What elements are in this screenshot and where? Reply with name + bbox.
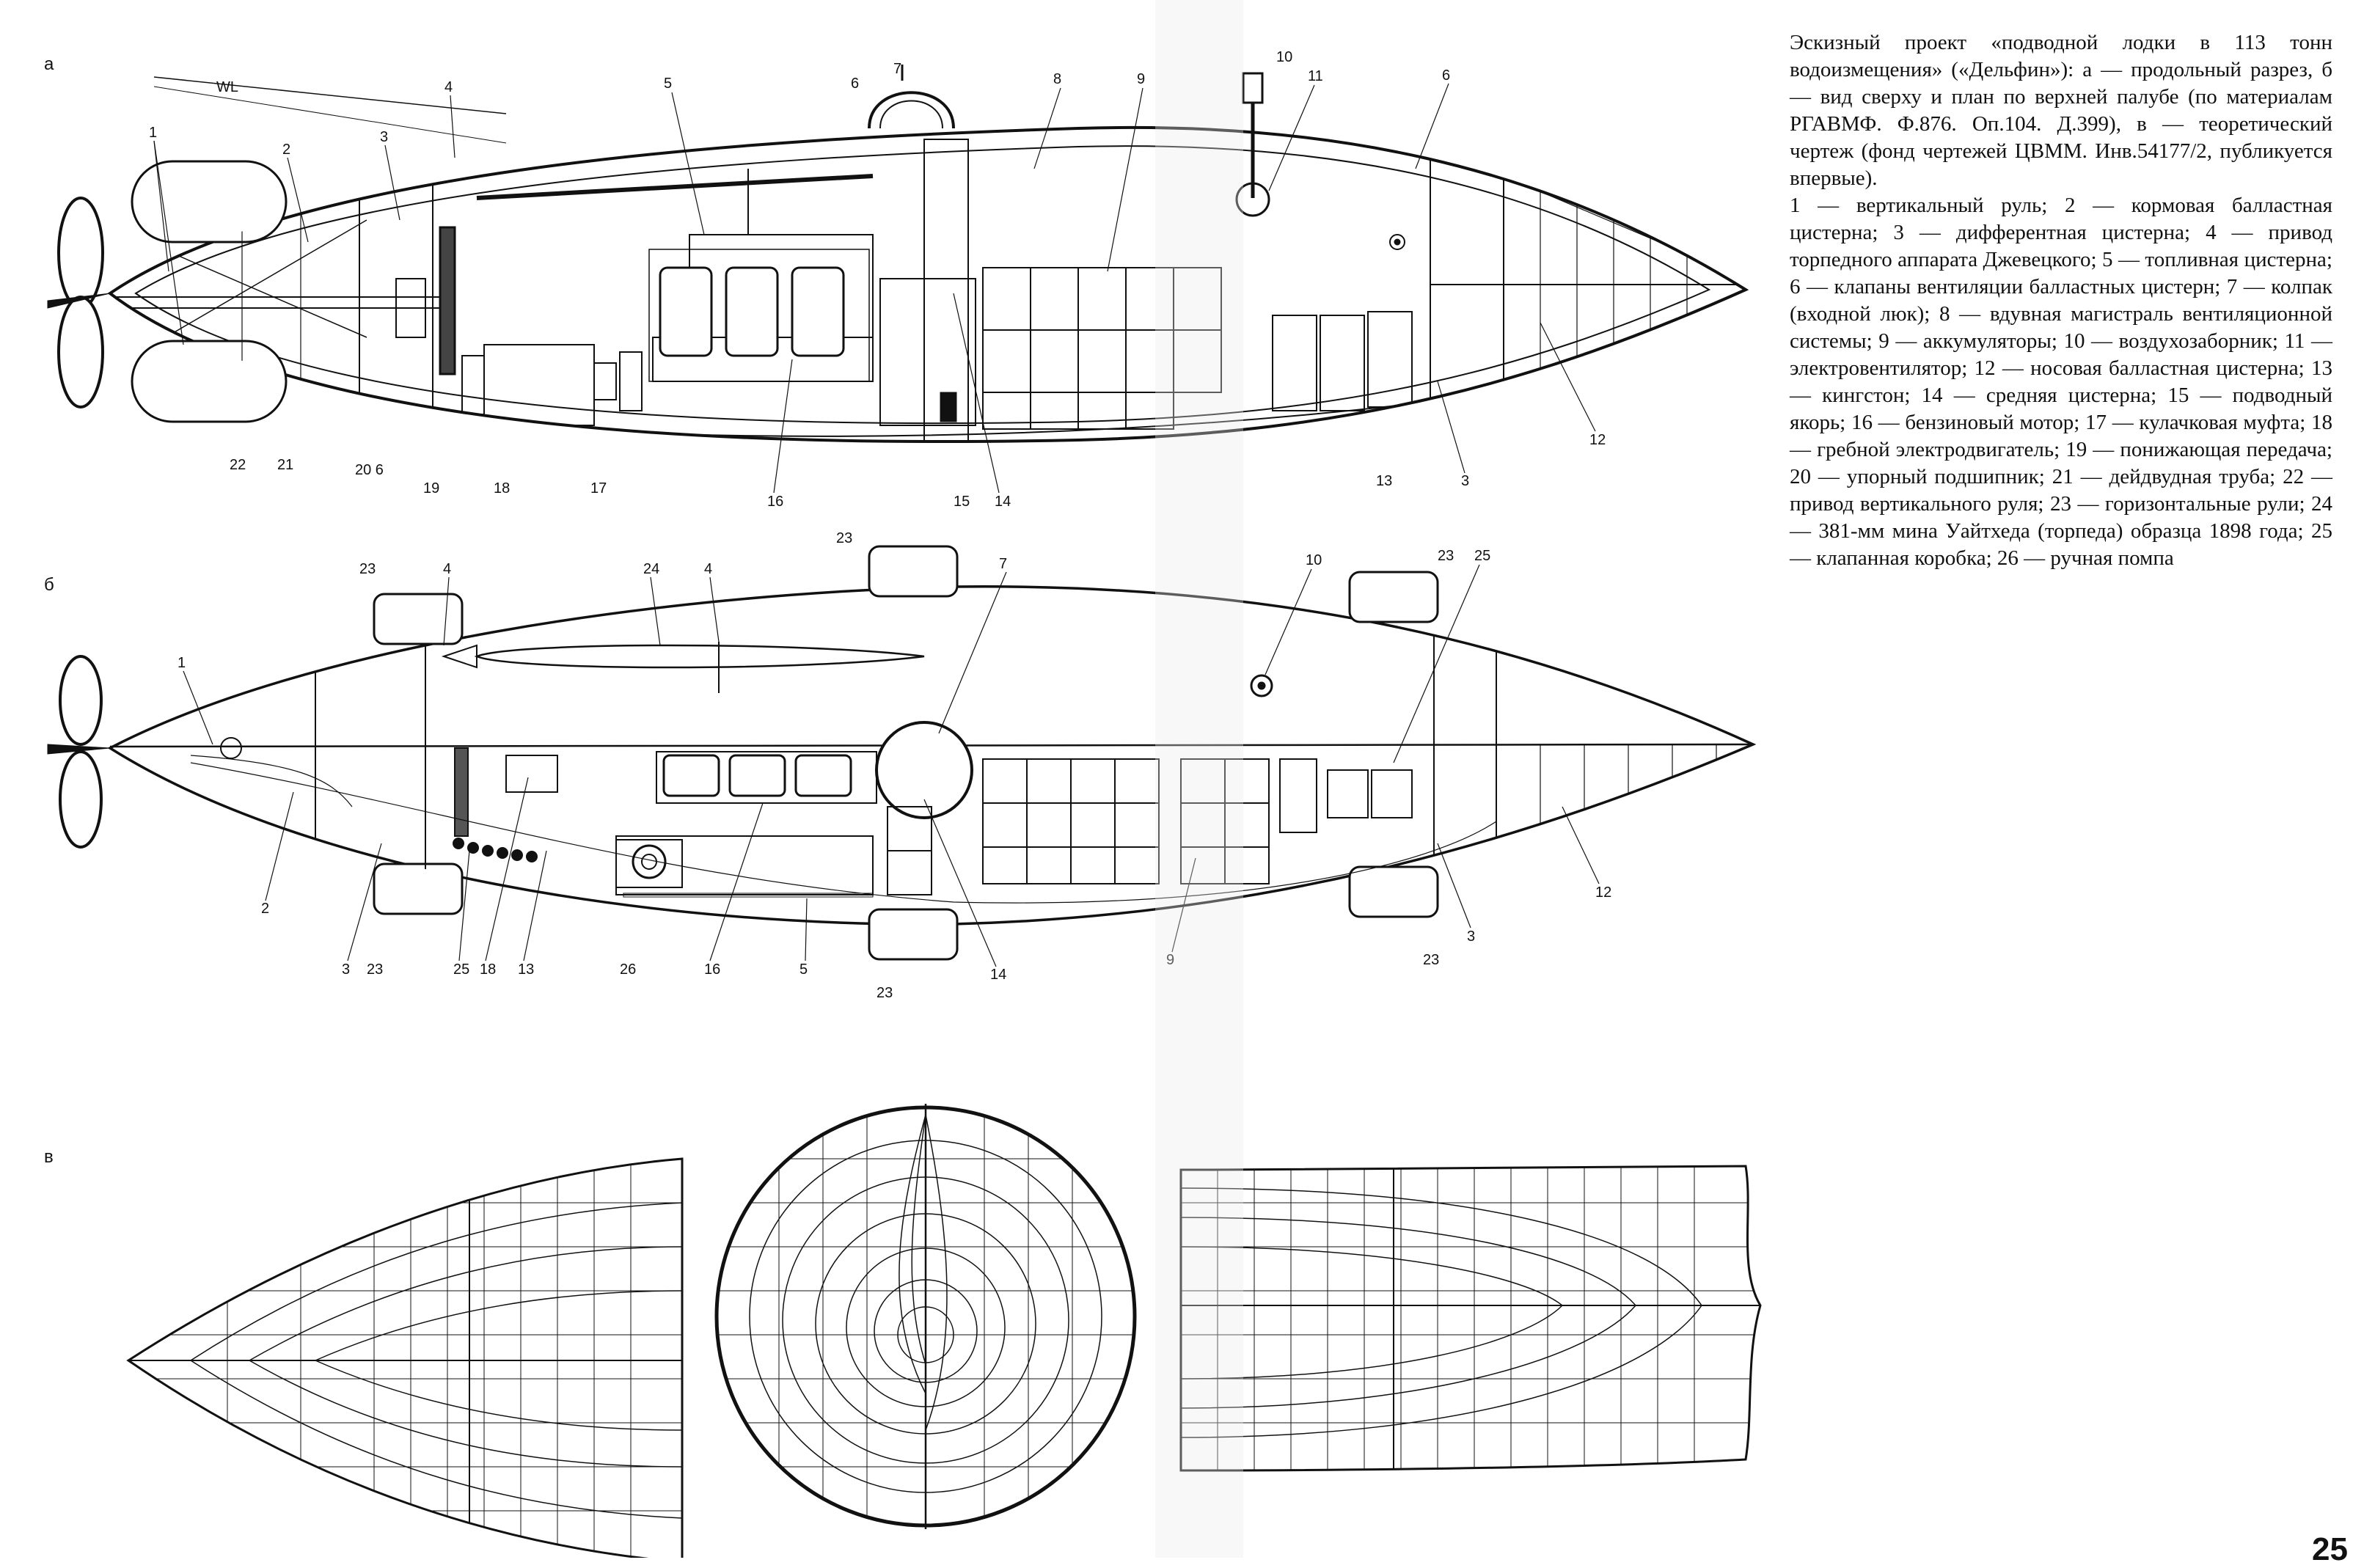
label-3: 3 xyxy=(380,129,388,145)
plan-leader-lines xyxy=(183,564,1600,967)
label-23-d: 23 xyxy=(367,961,383,978)
label-23-c: 23 xyxy=(1438,548,1454,564)
label-21: 21 xyxy=(277,457,293,473)
section-a-label: а xyxy=(44,54,54,74)
label-11: 11 xyxy=(1308,68,1323,84)
label-7: 7 xyxy=(893,61,901,77)
theoretical-drawing xyxy=(126,1104,1762,1558)
label-12: 12 xyxy=(1589,432,1606,448)
label-17: 17 xyxy=(590,480,607,497)
label-15: 15 xyxy=(954,494,970,510)
label-2-plan: 2 xyxy=(261,901,269,917)
label-4: 4 xyxy=(444,79,453,95)
caption-legend: 1 — вертикальный руль; 2 — кормовая балл… xyxy=(1790,194,2332,570)
label-3-plan-bow: 3 xyxy=(1467,928,1475,945)
page-fold xyxy=(1155,0,1243,1558)
label-3-bow: 3 xyxy=(1461,473,1469,489)
submarine-drawings: а б в WL xyxy=(44,0,1762,1558)
label-14-plan: 14 xyxy=(990,967,1006,983)
label-24: 24 xyxy=(643,561,659,577)
label-25-b: 25 xyxy=(453,961,469,978)
plan-view-labels: 23 4 24 4 23 7 10 23 25 1 2 3 23 25 18 1… xyxy=(178,530,1611,1001)
waterline-label: WL xyxy=(216,79,238,95)
label-25-a: 25 xyxy=(1474,548,1490,564)
longitudinal-section: WL xyxy=(47,65,1749,444)
label-18: 18 xyxy=(494,480,510,497)
label-22: 22 xyxy=(230,457,246,473)
label-18-plan: 18 xyxy=(480,961,496,978)
label-2: 2 xyxy=(282,142,290,158)
label-20-6: 20 6 xyxy=(355,462,384,478)
label-19: 19 xyxy=(423,480,439,497)
label-26: 26 xyxy=(620,961,636,978)
caption-intro: Эскизный проект «подводной лодки в 113 т… xyxy=(1790,31,2332,190)
longitudinal-section-labels: 1 2 3 4 5 6 7 8 9 10 11 6 22 21 20 6 19 … xyxy=(149,49,1606,510)
longitudinal-leader-lines xyxy=(153,83,1596,494)
label-9-plan: 9 xyxy=(1166,952,1174,968)
label-12-plan: 12 xyxy=(1595,884,1611,901)
label-23-f: 23 xyxy=(1423,952,1439,968)
label-23-e: 23 xyxy=(877,985,893,1001)
label-16: 16 xyxy=(767,494,783,510)
plan-view xyxy=(47,545,1757,961)
label-10-plan: 10 xyxy=(1306,552,1322,568)
label-7-plan: 7 xyxy=(999,556,1007,572)
label-5: 5 xyxy=(664,76,672,92)
label-4-b: 4 xyxy=(704,561,712,577)
label-10: 10 xyxy=(1276,49,1292,65)
label-1: 1 xyxy=(149,125,157,141)
label-16-plan: 16 xyxy=(704,961,720,978)
page-number: 25 xyxy=(2312,1531,2348,1567)
label-3-plan: 3 xyxy=(342,961,350,978)
label-9: 9 xyxy=(1137,71,1145,87)
section-b-label: б xyxy=(44,575,54,595)
label-1-plan: 1 xyxy=(178,655,186,671)
label-5-plan: 5 xyxy=(799,961,808,978)
label-13: 13 xyxy=(1376,473,1392,489)
section-v-label: в xyxy=(44,1147,54,1167)
label-23-a: 23 xyxy=(359,561,376,577)
label-13-plan: 13 xyxy=(518,961,534,978)
label-6: 6 xyxy=(851,76,859,92)
figure-caption: Эскизный проект «подводной лодки в 113 т… xyxy=(1790,29,2332,572)
label-8: 8 xyxy=(1053,71,1061,87)
label-14: 14 xyxy=(995,494,1011,510)
label-6-bow: 6 xyxy=(1442,67,1450,84)
label-23-b: 23 xyxy=(836,530,852,546)
label-4-a: 4 xyxy=(443,561,451,577)
